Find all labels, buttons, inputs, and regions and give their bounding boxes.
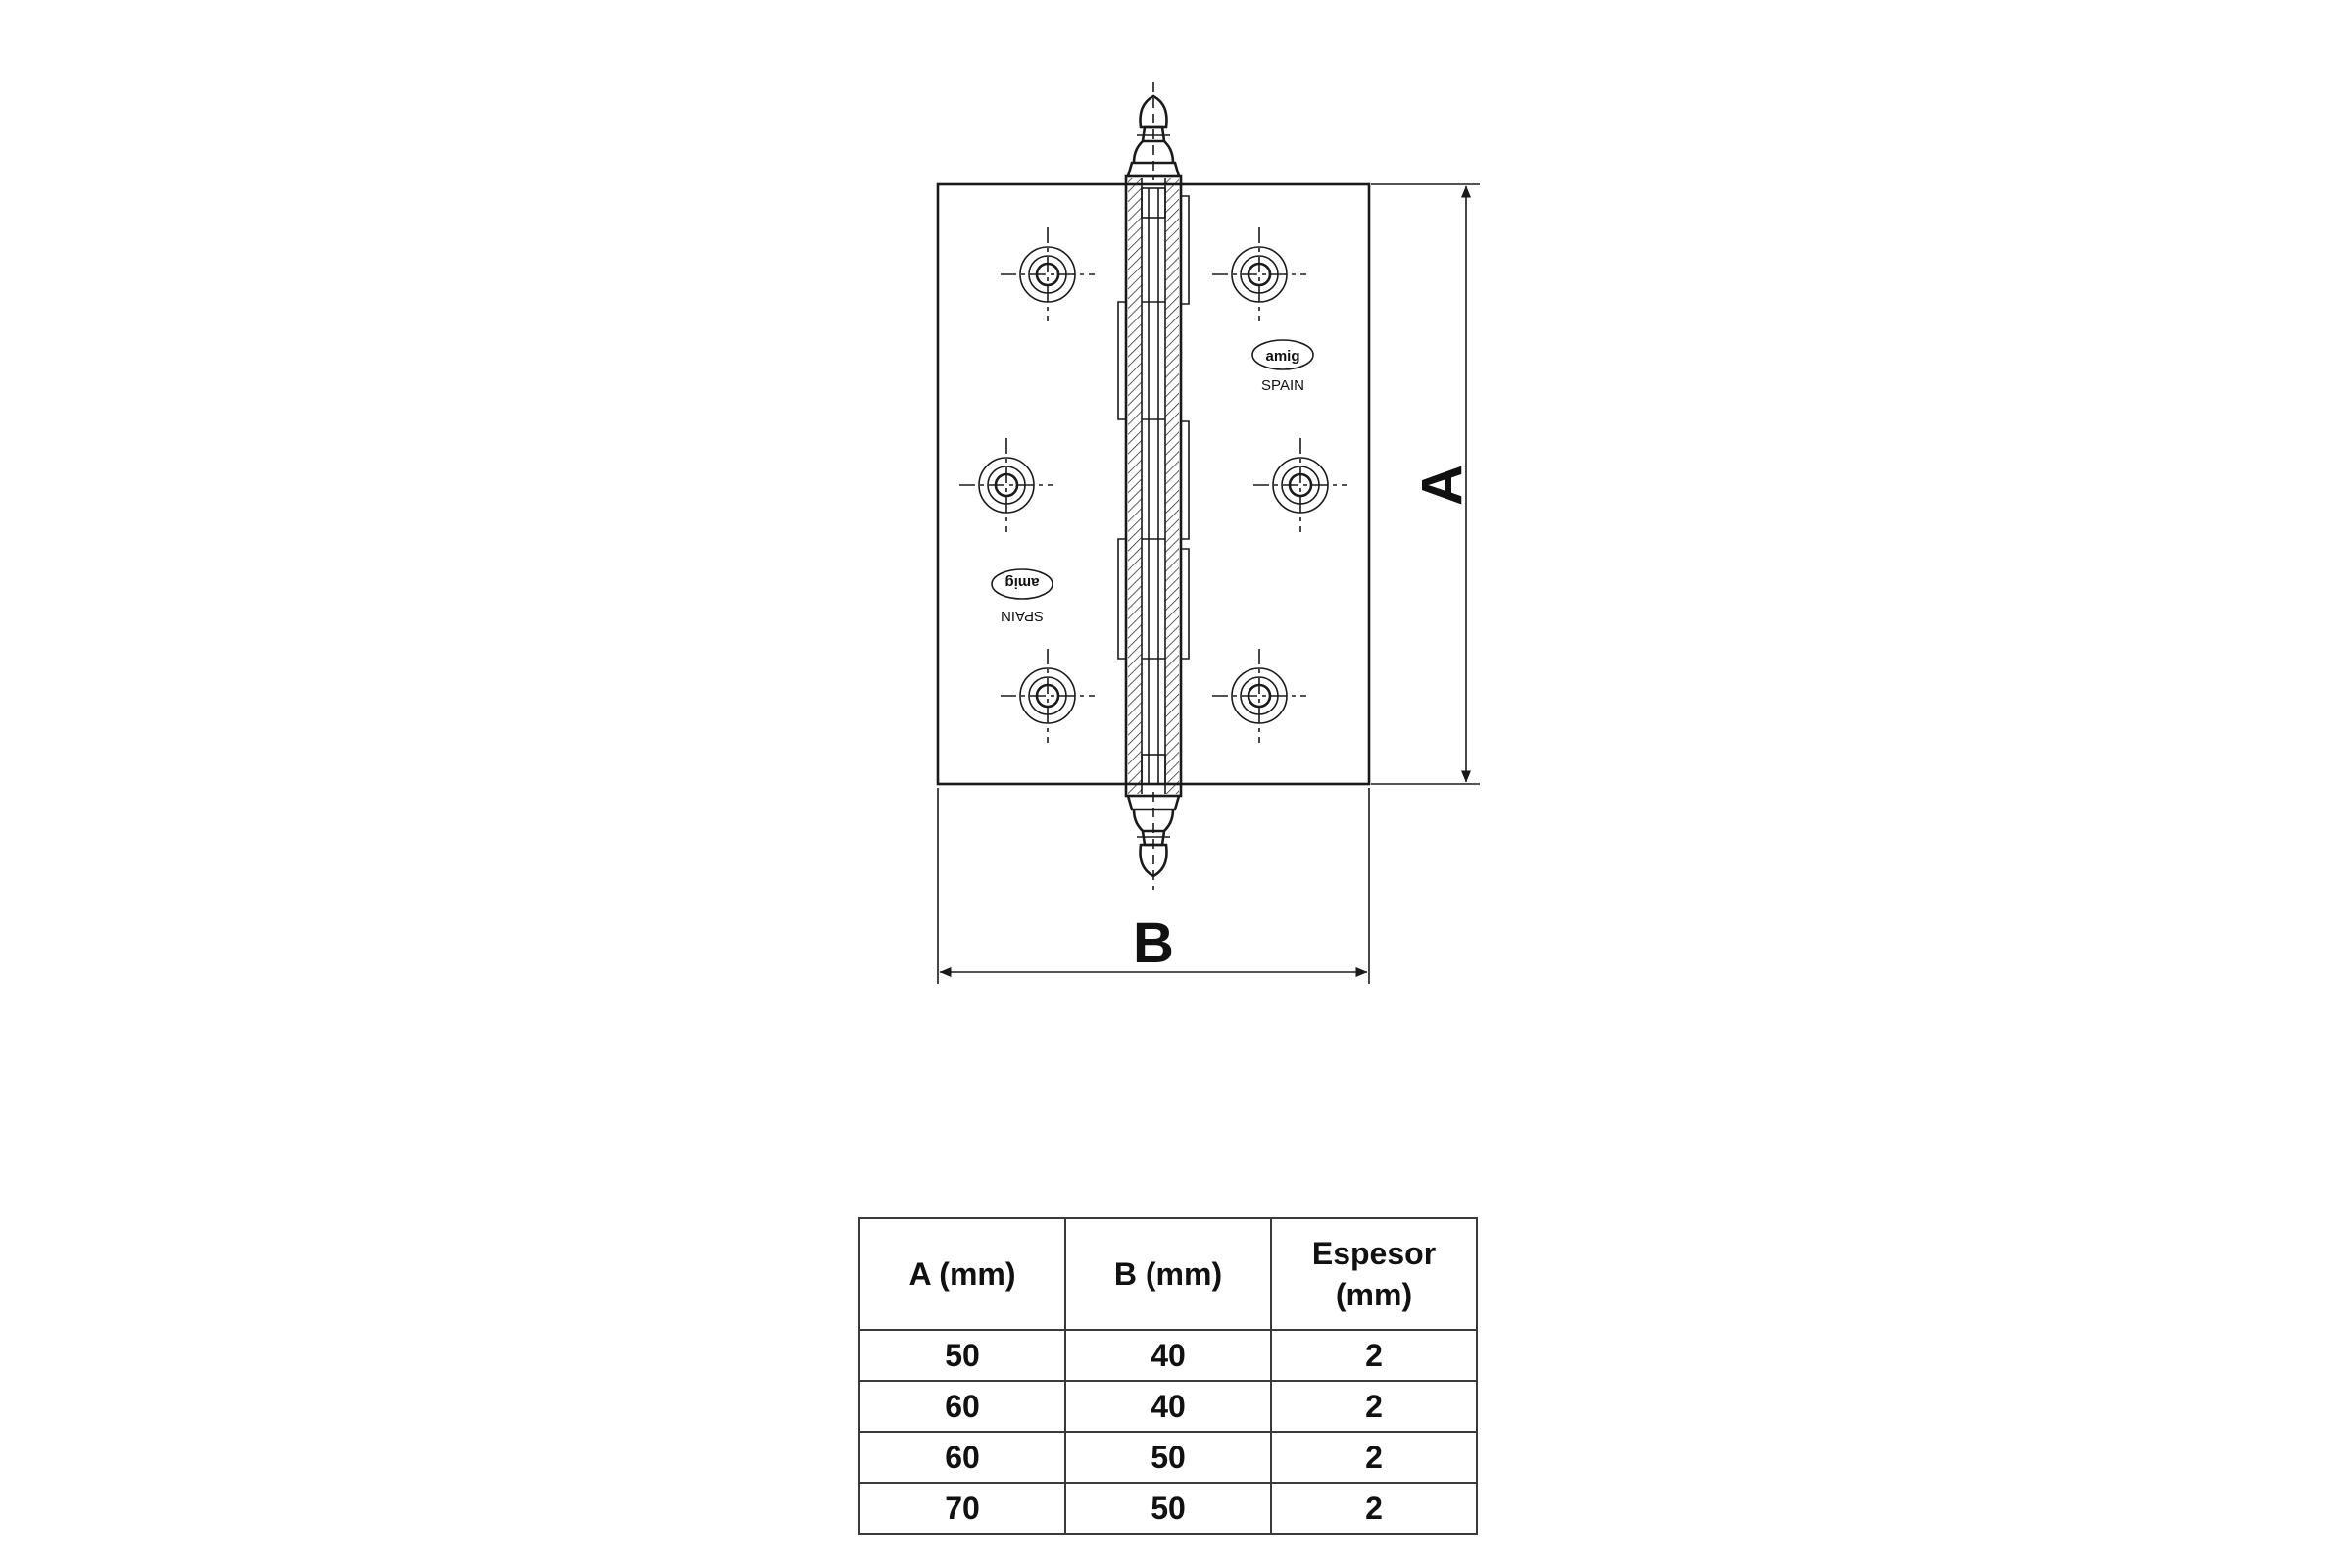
screw-hole <box>1253 438 1348 532</box>
cell-a: 70 <box>858 1482 1066 1535</box>
brand-logo-top: amig <box>1265 348 1299 365</box>
header-thickness-line1: Espesor <box>1311 1236 1437 1271</box>
screw-holes <box>959 227 1348 743</box>
brand-logo-bottom: amig <box>1004 574 1039 591</box>
screw-hole <box>959 438 1054 532</box>
cell-b: 50 <box>1064 1431 1272 1484</box>
cell-a: 60 <box>858 1380 1066 1433</box>
hinge-knuckle <box>1117 82 1190 890</box>
header-b: B (mm) <box>1064 1217 1272 1331</box>
origin-label-top: SPAIN <box>1261 377 1304 394</box>
table-row: 60 50 2 <box>858 1431 1478 1484</box>
cell-b: 40 <box>1064 1380 1272 1433</box>
screw-hole <box>1001 227 1095 321</box>
cell-thickness: 2 <box>1270 1431 1478 1484</box>
screw-hole <box>1212 649 1306 743</box>
dimension-b: B <box>937 788 1370 984</box>
cell-a: 50 <box>858 1329 1066 1382</box>
table-row: 60 40 2 <box>858 1380 1478 1433</box>
brand-stamp-top: amig SPAIN <box>1251 339 1314 394</box>
cell-a: 60 <box>858 1431 1066 1484</box>
table-header-row: A (mm) B (mm) Espesor (mm) <box>858 1217 1478 1331</box>
cell-thickness: 2 <box>1270 1482 1478 1535</box>
cell-thickness: 2 <box>1270 1329 1478 1382</box>
table-row: 50 40 2 <box>858 1329 1478 1382</box>
dimensions-table: A (mm) B (mm) Espesor (mm) 50 40 2 60 40… <box>858 1217 1478 1535</box>
hinge-technical-drawing: amig SPAIN amig SPAIN A B <box>936 82 1480 984</box>
cell-b: 40 <box>1064 1329 1272 1382</box>
dimension-a: A <box>1371 183 1480 785</box>
bottom-finial <box>1126 795 1181 878</box>
header-a: A (mm) <box>858 1217 1066 1331</box>
screw-hole <box>1001 649 1095 743</box>
cell-b: 50 <box>1064 1482 1272 1535</box>
dimension-a-label: A <box>1410 465 1474 506</box>
top-finial <box>1126 94 1181 177</box>
screw-hole <box>1212 227 1306 321</box>
header-thickness-line2: (mm) <box>1335 1277 1413 1312</box>
dimension-b-label: B <box>1133 911 1174 975</box>
table-row: 70 50 2 <box>858 1482 1478 1535</box>
cell-thickness: 2 <box>1270 1380 1478 1433</box>
brand-stamp-bottom: amig SPAIN <box>991 568 1054 624</box>
origin-label-bottom: SPAIN <box>1001 608 1044 624</box>
header-thickness: Espesor (mm) <box>1270 1217 1478 1331</box>
